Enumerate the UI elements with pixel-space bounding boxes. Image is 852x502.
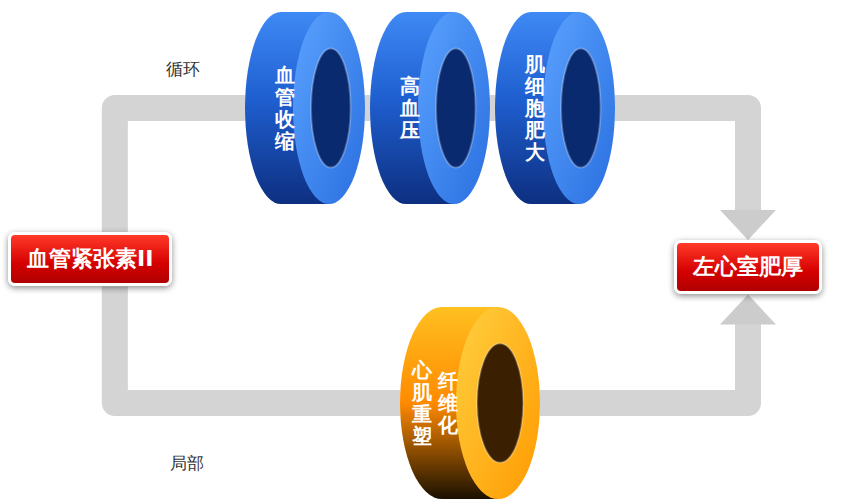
pipe [490, 95, 495, 121]
ring-face [293, 12, 365, 204]
ring-hole [561, 48, 601, 167]
pipe [115, 286, 400, 403]
section-label: 循环 [166, 58, 200, 81]
ring-face [543, 12, 615, 204]
pipe [615, 108, 748, 212]
box-label: 左心室肥厚 [693, 254, 803, 280]
text-columns: 心肌重塑纤维化 [412, 307, 458, 499]
ring-node: 肌细胞肥大 [495, 12, 615, 204]
ring-hole-rim [477, 343, 523, 462]
ring-node: 高血压 [370, 12, 490, 204]
pipe [540, 322, 748, 403]
pipe-connector [540, 294, 776, 403]
ring-shape [370, 12, 490, 204]
ring-label: 纤维化 [438, 370, 458, 436]
ring-shape [495, 12, 615, 204]
pipe-connector [365, 108, 370, 109]
pipe-connector [115, 286, 400, 403]
process-box: 左心室肥厚 [674, 240, 822, 294]
arrow-head [720, 294, 776, 324]
pipe-connector [115, 108, 245, 232]
ring-face [418, 12, 490, 204]
ring-hole-rim [436, 48, 476, 167]
pipe [365, 95, 370, 121]
process-box: 血管紧张素II [8, 232, 172, 286]
section-label: 局部 [170, 452, 204, 475]
ring-node: 血管收缩 [245, 12, 365, 204]
ring-hole [477, 343, 523, 462]
ring-hole-rim [561, 48, 601, 167]
text-columns: 高血压 [400, 12, 420, 204]
ring-face [456, 307, 540, 499]
ring-hole [436, 48, 476, 167]
ring-hole [311, 48, 351, 167]
pipe-connector [615, 108, 776, 240]
arrow-head [720, 210, 776, 240]
ring-label: 心肌重塑 [412, 359, 432, 447]
ring-hole-rim [311, 48, 351, 167]
ring-label: 肌细胞肥大 [525, 53, 545, 163]
text-columns: 血管收缩 [275, 12, 295, 204]
text-columns: 肌细胞肥大 [525, 12, 545, 204]
ring-node: 心肌重塑纤维化 [400, 307, 540, 499]
box-label: 血管紧张素II [27, 246, 153, 272]
pipe-connector [490, 108, 495, 109]
ring-label: 血管收缩 [275, 64, 295, 152]
ring-label: 高血压 [400, 75, 420, 141]
pipe [115, 108, 245, 232]
ring-shape [245, 12, 365, 204]
